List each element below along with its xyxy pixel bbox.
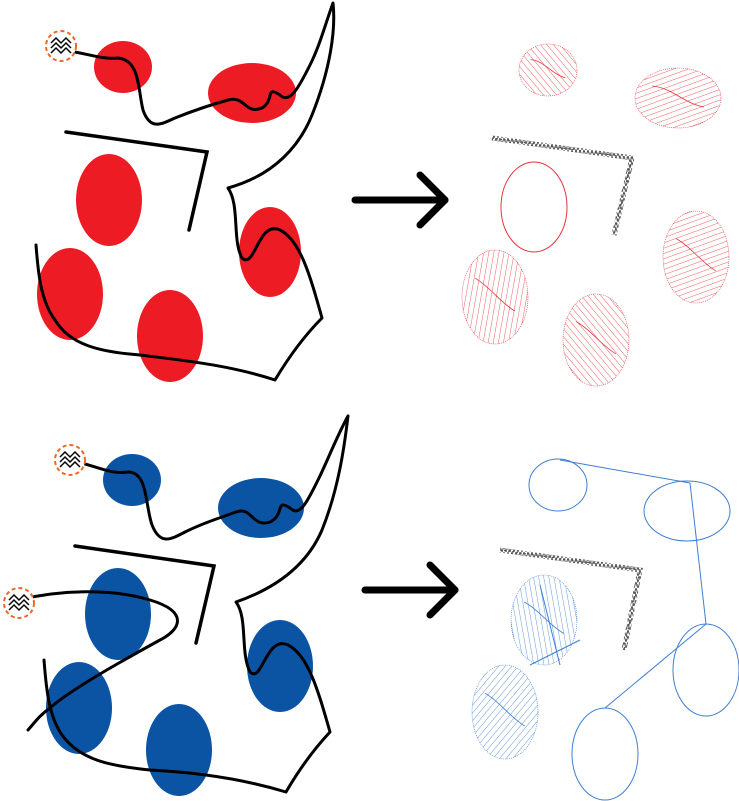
marker-wave [59,460,81,469]
output-link-1 [559,459,691,484]
input-wall [73,544,217,645]
marker-wave [59,450,81,459]
output-blob-2-striped [634,67,722,129]
input-blob-6 [247,620,313,712]
panel-blue-system [3,414,739,801]
input-blob-4 [37,248,103,340]
marker-ring [3,587,35,619]
input-blob-1 [94,41,152,93]
wavy-end-marker-icon [3,587,35,619]
marker-wave [8,593,30,602]
output-blob-seam [652,85,704,108]
input-chain [16,414,350,794]
marker-ring [54,444,86,476]
output-wall [491,135,636,236]
input-blob-5 [146,704,212,796]
output-blob-1-open [528,458,588,512]
output-blob-5-striped [562,293,630,387]
output-blob-4-striped [471,664,539,760]
output-blob-seam [530,59,566,79]
output-blob-seam [474,277,516,312]
right-arrow-icon [361,561,459,619]
input-blob-6 [239,207,301,297]
output-link-2 [689,482,707,625]
output-blob-2-open [643,480,731,542]
input-blob-3 [85,568,151,660]
wavy-end-marker-icon [45,30,77,62]
output-blob-3-striped [510,574,578,666]
marker-wave [8,603,30,612]
output-blob-6-open [672,623,739,717]
output-blob-5-open [571,707,639,801]
marker-wave [50,36,72,45]
output-wall-outline [499,549,641,651]
output-blob-3-open [500,161,568,253]
right-arrow-icon [351,171,449,229]
output-blob-seam [676,238,717,272]
output-blob-4-striped [461,249,529,345]
input-wall [64,130,210,232]
input-blob-2 [218,478,304,538]
input-blob-4 [46,662,112,754]
input-blob-3 [76,154,142,246]
input-blob-5 [137,290,203,382]
output-blob-seam [484,692,526,727]
output-link-3 [604,623,707,709]
output-blob-seam [576,321,617,355]
marker-ring [45,30,77,62]
output-blob-6-striped [662,210,730,304]
marker-wave [50,41,72,50]
output-blob-1-striped [518,43,578,97]
wavy-end-marker-icon [54,444,86,476]
output-blob-seam [524,601,564,634]
panel-red-system [34,1,730,387]
marker-wave [59,455,81,464]
output-wall-outline [491,137,633,236]
marker-wave [8,598,30,607]
input-blob-1 [103,454,161,506]
arrow-head [426,561,459,619]
input-blob-2 [208,63,296,123]
input-chain [34,1,336,382]
marker-wave [50,46,72,55]
arrow-head [416,171,449,229]
